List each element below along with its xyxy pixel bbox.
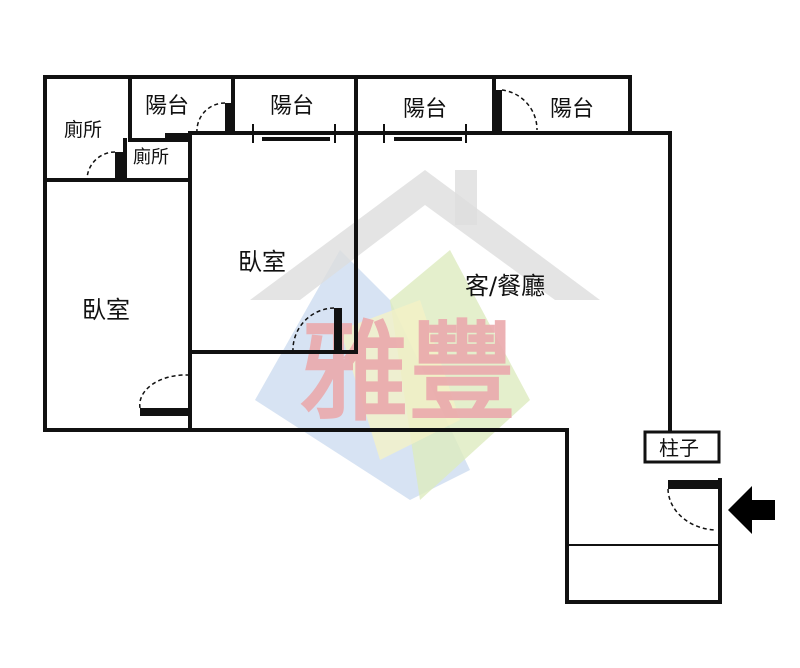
arrow-left-icon — [728, 486, 775, 534]
room-label-balcony-3: 陽台 — [403, 97, 447, 122]
door-leaf — [334, 308, 342, 352]
walls — [43, 75, 722, 604]
door-swing — [501, 89, 538, 131]
room-label-balcony-2: 陽台 — [270, 94, 314, 119]
room-label-living-dining: 客/餐廳 — [465, 272, 545, 300]
door-leaf — [225, 103, 233, 133]
door-leaf — [494, 90, 502, 133]
watermark: 雅豐 — [250, 170, 600, 500]
door-swing — [667, 488, 716, 531]
watermark-text: 雅豐 — [300, 310, 516, 436]
room-label-balcony-1: 陽台 — [145, 94, 189, 119]
room-label-bedroom-left: 臥室 — [82, 296, 130, 324]
door-swing — [196, 102, 226, 134]
room-label-balcony-4: 陽台 — [550, 97, 594, 122]
sliding-doors — [252, 124, 467, 143]
door-swing — [86, 151, 116, 181]
door-leaf — [668, 480, 720, 489]
pillar-box — [643, 430, 721, 464]
room-label-toilet-left: 廁所 — [64, 118, 102, 141]
room-label-pillar: 柱子 — [659, 436, 699, 460]
watermark-house-icon — [250, 170, 600, 300]
watermark-yellow-shape — [340, 300, 460, 460]
room-label-bedroom-center: 臥室 — [238, 248, 286, 276]
swing-doors — [86, 89, 720, 531]
door-leaf — [140, 408, 188, 416]
door-leaf — [115, 152, 125, 180]
room-labels: 廁所 廁所 陽台 陽台 陽台 陽台 臥室 臥室 客/餐廳 柱子 — [64, 94, 699, 460]
door-leaf — [165, 133, 190, 142]
door-swing — [292, 307, 335, 353]
room-label-toilet-small: 廁所 — [133, 146, 169, 168]
door-swing — [139, 374, 189, 409]
watermark-chimney — [455, 170, 477, 225]
